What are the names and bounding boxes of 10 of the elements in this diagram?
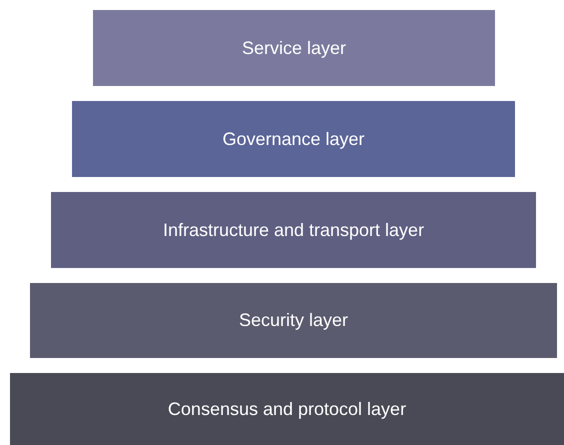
layer-box <box>10 373 564 445</box>
layer-label: Security layer <box>238 310 348 331</box>
layer-label: Service layer <box>242 38 346 58</box>
layer-label: Governance layer <box>222 128 365 150</box>
layer-box <box>93 10 495 86</box>
layer-label: Consensus and protocol layer <box>168 398 406 420</box>
layer-label: Infrastructure and transport layer <box>162 220 424 240</box>
layer-box <box>72 101 515 177</box>
layer-box <box>51 192 536 268</box>
layer-box <box>30 283 557 358</box>
